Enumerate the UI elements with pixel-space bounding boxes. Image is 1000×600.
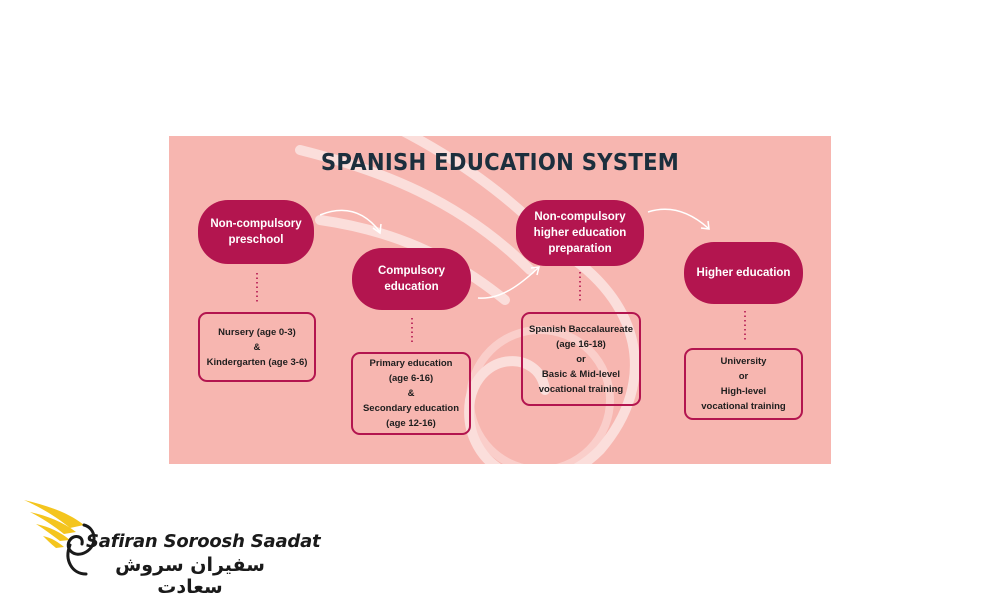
- stage-higher-prep: Non-compulsory higher education preparat…: [516, 200, 644, 266]
- detail-higher-prep: Spanish Baccalaureate (age 16-18) or Bas…: [521, 312, 641, 406]
- arrow-3-icon: [647, 208, 709, 229]
- detail-preschool: Nursery (age 0-3) & Kindergarten (age 3-…: [198, 312, 316, 382]
- stage-higher-education: Higher education: [684, 242, 803, 304]
- detail-compulsory: Primary education (age 6-16) & Secondary…: [351, 352, 471, 435]
- arrow-1-head: [372, 223, 382, 235]
- arrow-2-icon: [477, 267, 539, 299]
- stage-preschool: Non-compulsory preschool: [198, 200, 314, 264]
- stage-compulsory: Compulsory education: [352, 248, 471, 310]
- brand-name-english: Safiran Soroosh Saadat: [86, 531, 321, 552]
- arrow-2-head: [530, 266, 540, 276]
- brand-name-persian: سفیران سروش سعادت: [115, 554, 265, 598]
- arrow-3-head: [700, 220, 710, 230]
- detail-higher-education: University or High-level vocational trai…: [684, 348, 803, 420]
- diagram-title: SPANISH EDUCATION SYSTEM: [320, 150, 680, 176]
- arrow-1-icon: [319, 209, 381, 233]
